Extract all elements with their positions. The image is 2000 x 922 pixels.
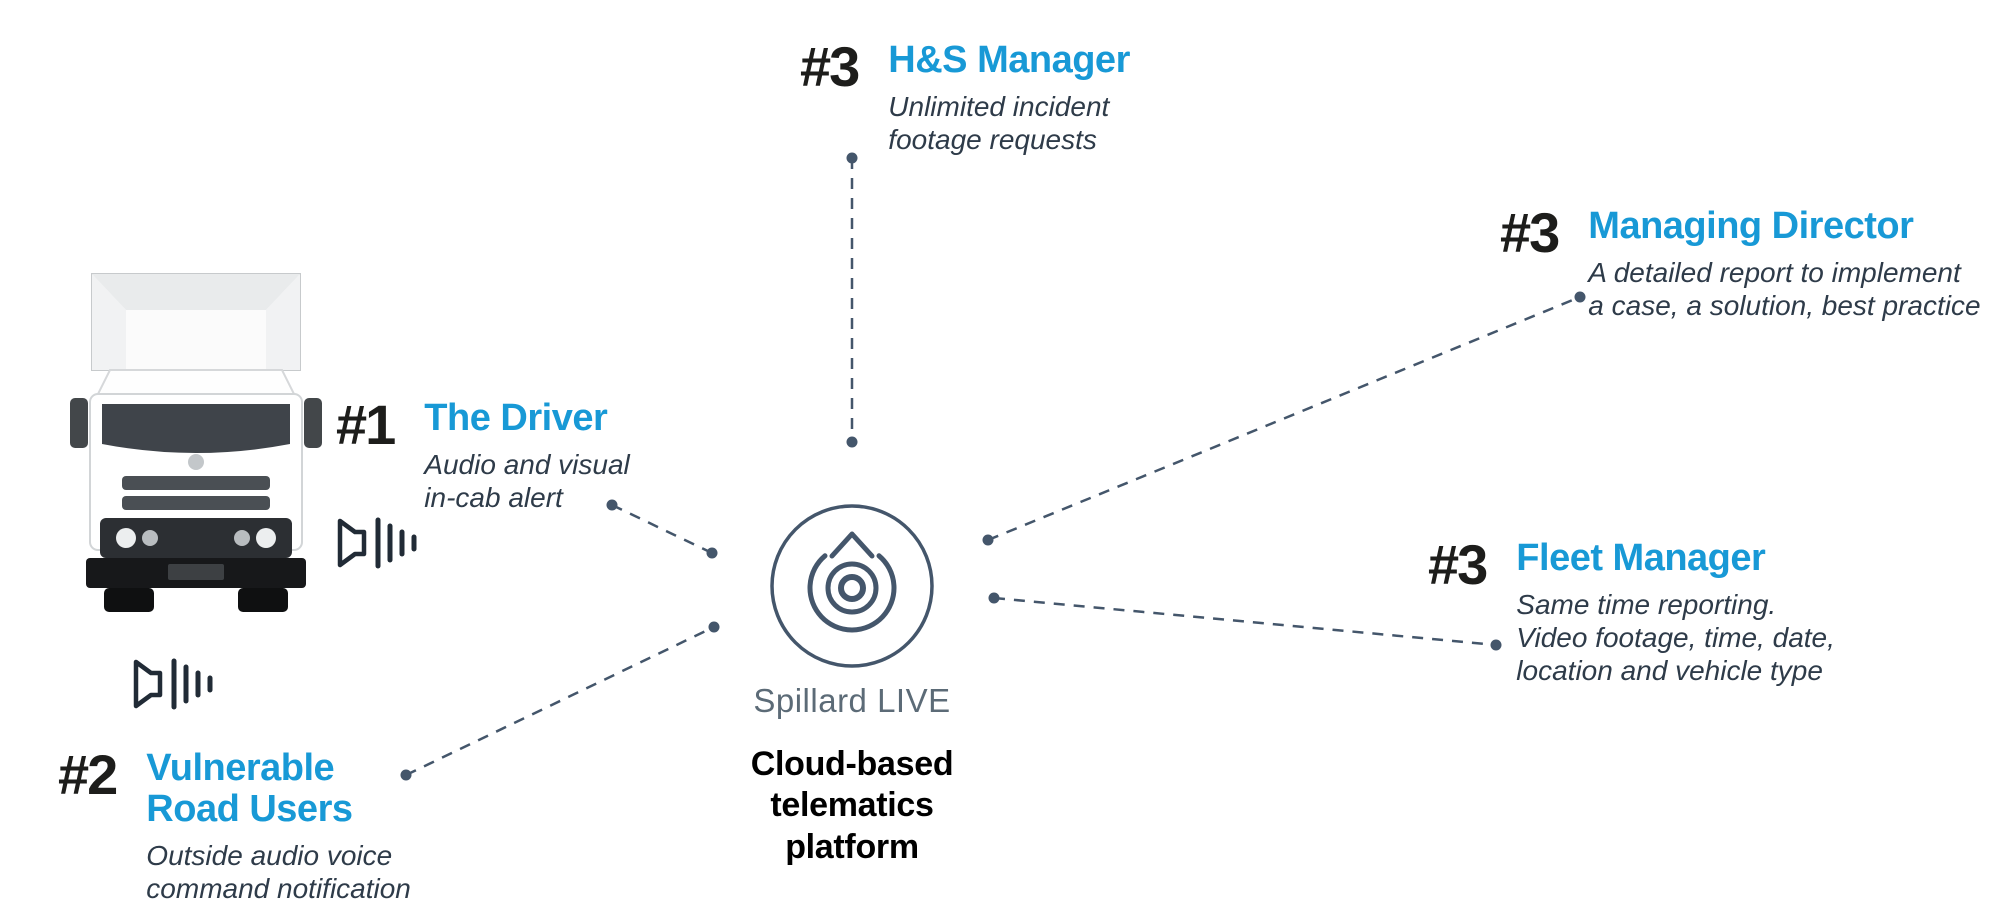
- node-number: #1: [336, 393, 396, 456]
- node-text: Vulnerable Road Users Outside audio voic…: [146, 747, 411, 905]
- node-number: #2: [58, 743, 118, 806]
- node-title: Managing Director: [1588, 205, 1914, 247]
- node-managing-director: #3 Managing Director A detailed report t…: [1500, 201, 1981, 322]
- speaker-icon-outside: [130, 652, 238, 721]
- node-hs-manager: #3 H&S Manager Unlimited incident footag…: [800, 35, 1130, 156]
- node-text: Managing Director A detailed report to i…: [1588, 205, 1981, 322]
- hub-logo-label: Spillard LIVE: [753, 682, 951, 719]
- node-driver: #1 The Driver Audio and visual in-cab al…: [336, 393, 630, 514]
- node-fleet-manager: #3 Fleet Manager Same time reporting. Vi…: [1428, 533, 1835, 687]
- node-text: H&S Manager Unlimited incident footage r…: [888, 39, 1130, 156]
- node-text: Fleet Manager Same time reporting. Video…: [1516, 537, 1835, 687]
- truck-front-icon: [70, 270, 322, 619]
- node-number: #3: [1500, 201, 1560, 264]
- node-desc: Same time reporting. Video footage, time…: [1516, 589, 1835, 687]
- hub-caption: Cloud-based telematics platform: [750, 745, 954, 866]
- node-title: Vulnerable Road Users: [146, 747, 353, 831]
- node-desc: Unlimited incident footage requests: [888, 91, 1110, 156]
- node-vulnerable-road-users: #2 Vulnerable Road Users Outside audio v…: [58, 743, 411, 905]
- node-title: The Driver: [424, 397, 608, 439]
- node-number: #3: [1428, 533, 1488, 596]
- node-title: Fleet Manager: [1516, 537, 1766, 579]
- speaker-icon-in-cab: [334, 512, 442, 579]
- node-desc: A detailed report to implement a case, a…: [1588, 257, 1981, 322]
- node-title: H&S Manager: [888, 39, 1130, 81]
- node-desc: Audio and visual in-cab alert: [424, 449, 630, 514]
- hub-spillard-live: Spillard LIVE Cloud-based telematics pla…: [702, 502, 1002, 868]
- spillard-live-logo-icon: [770, 504, 934, 668]
- node-desc: Outside audio voice command notification: [146, 840, 411, 905]
- node-number: #3: [800, 35, 860, 98]
- node-text: The Driver Audio and visual in-cab alert: [424, 397, 630, 514]
